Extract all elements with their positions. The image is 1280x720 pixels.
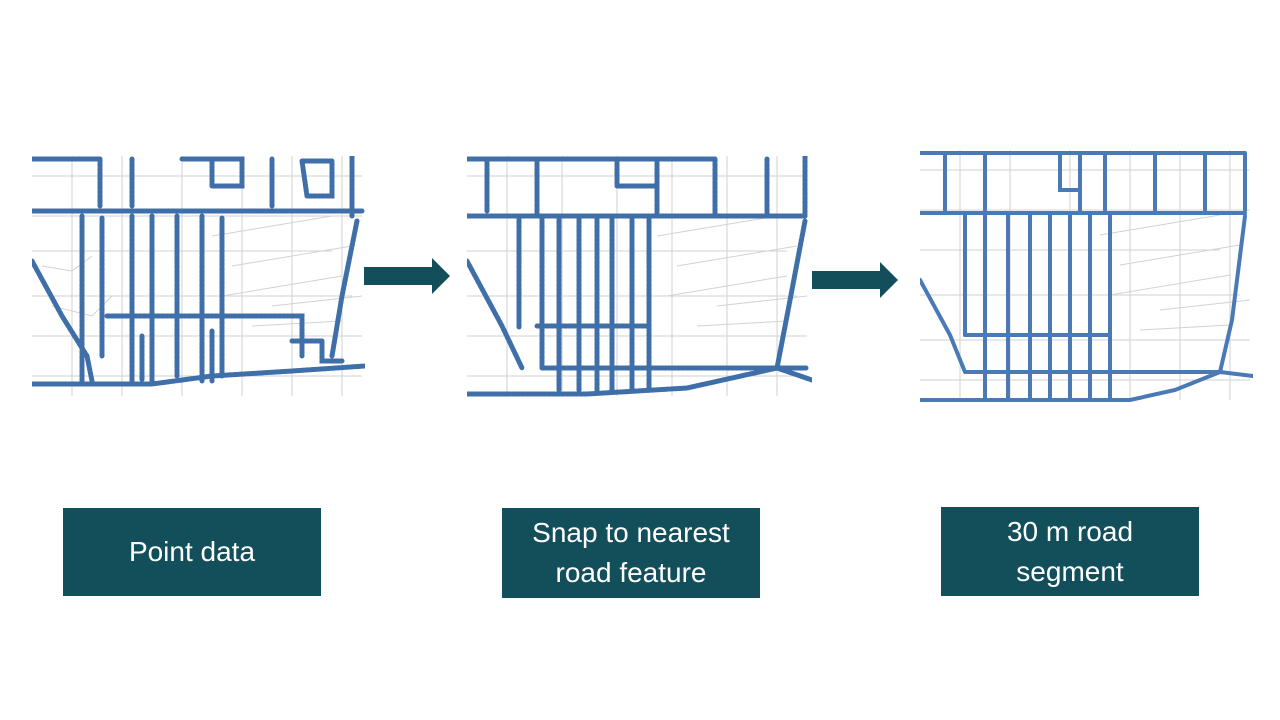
map-panel-snapped — [467, 156, 812, 400]
base-map — [32, 156, 363, 396]
step-label-line: 30 m road — [1006, 515, 1134, 547]
map-point-data — [32, 156, 365, 396]
map-road-segments — [920, 150, 1253, 402]
step-label-line: road feature — [555, 557, 707, 588]
right-arrow-icon — [812, 262, 898, 298]
point-tracks — [32, 156, 365, 387]
right-arrow-icon — [364, 258, 450, 294]
road-segment-lines — [920, 151, 1253, 402]
step-label-point-data: Point data — [63, 508, 321, 596]
snapped-tracks — [467, 156, 812, 397]
step-label-line: Point data — [128, 536, 256, 567]
base-map — [920, 150, 1251, 400]
map-panel-road-segments — [920, 150, 1253, 406]
step-label-snap-to-road: Snap to nearest road feature — [502, 508, 760, 598]
step-label-line: Snap to nearest — [532, 517, 730, 548]
map-panel-point-data — [32, 156, 365, 400]
step-label-line: segment — [1016, 555, 1124, 587]
map-snapped-points — [467, 156, 812, 397]
step-label-road-segment: 30 m road segment — [941, 507, 1199, 596]
